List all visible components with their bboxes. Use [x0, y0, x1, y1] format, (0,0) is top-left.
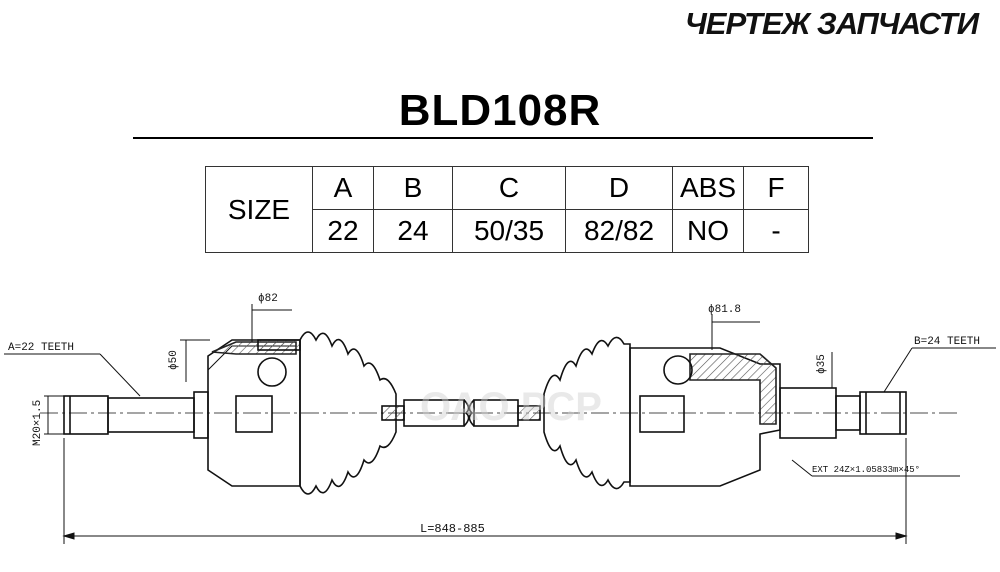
left-boot: [299, 331, 397, 495]
col-b-header: B: [373, 166, 453, 210]
col-a-value: 22: [312, 209, 374, 253]
col-f-header: F: [743, 166, 809, 210]
page-header-title: ЧЕРТЕЖ ЗАПЧАСТИ: [684, 6, 979, 41]
col-abs-value: NO: [672, 209, 744, 253]
thread-spec-label: EXT 24Z×1.05833m×45°: [812, 465, 920, 475]
main-shaft-left: [403, 399, 465, 427]
spec-table: SIZE A B C D ABS F 22 24 50/35 82/82 NO …: [205, 166, 809, 253]
spec-header-row: SIZE A B C D ABS F: [205, 166, 809, 253]
watermark: ОАО РСР: [420, 385, 602, 429]
size-label: SIZE: [205, 166, 313, 253]
axle-drawing: ϕ82 ϕ50 ϕ81.8 ϕ35 M20×1.5 A=22 TEETH B=2…: [4, 293, 996, 544]
col-d-value: 82/82: [565, 209, 673, 253]
left-stub-splined-shaft: [107, 397, 195, 433]
a-teeth-label: A=22 TEETH: [8, 342, 74, 354]
right-joint-ball: [663, 355, 693, 385]
col-c-value: 50/35: [452, 209, 566, 253]
spec-value-row: 22 24 50/35 82/82 NO -: [206, 209, 809, 253]
dim-phi35-label: ϕ35: [816, 354, 828, 374]
left-cv-ball: [257, 357, 287, 387]
col-a-header: A: [312, 166, 374, 210]
right-stub-spline: [859, 391, 907, 435]
title-divider: [133, 137, 873, 139]
dim-phi50-label: ϕ50: [168, 350, 180, 370]
col-b-value: 24: [373, 209, 453, 253]
part-number: BLD108R: [398, 86, 602, 135]
dim-phi82-label: ϕ82: [258, 293, 278, 305]
dim-phi81-8-label: ϕ81.8: [708, 304, 741, 316]
col-c-header: C: [452, 166, 566, 210]
col-d-header: D: [565, 166, 673, 210]
length-label: L=848-885: [420, 522, 485, 536]
b-teeth-label: B=24 TEETH: [914, 336, 980, 348]
dim-m20-label: M20×1.5: [32, 400, 44, 446]
col-abs-header: ABS: [672, 166, 744, 210]
col-f-value: -: [743, 209, 809, 253]
